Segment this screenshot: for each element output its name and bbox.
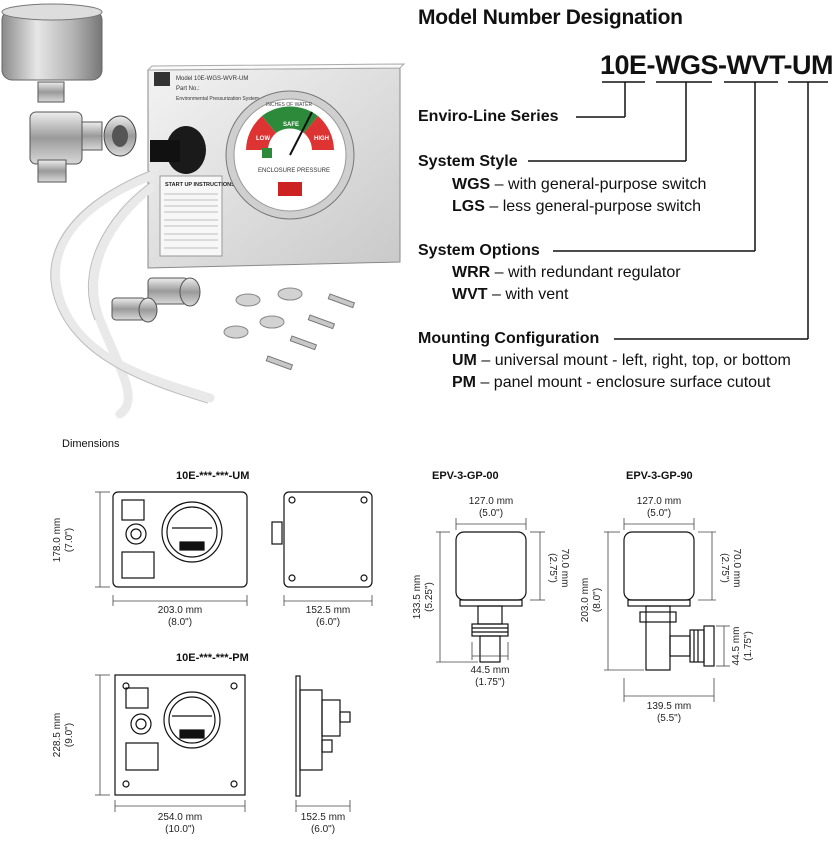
designation-title: Model Number Designation bbox=[418, 6, 683, 29]
vent-cap bbox=[1, 3, 103, 103]
epv90-top-label: 127.0 mm(5.0") bbox=[636, 496, 682, 519]
product-photo: Model 10E-WGS-WVR-UM Part No.: Environme… bbox=[1, 3, 406, 419]
tee-fitting bbox=[29, 111, 137, 183]
epv90-bottom-label: 139.5 mm(5.5") bbox=[646, 701, 692, 724]
um-depth-label: 152.5 mm(6.0") bbox=[305, 605, 351, 628]
option-wrr: WRR – with redundant regulator bbox=[452, 264, 681, 281]
gauge-safe: SAFE bbox=[283, 122, 299, 128]
section-heading-style: System Style bbox=[418, 153, 518, 170]
option-wgs: WGS – with general-purpose switch bbox=[452, 176, 707, 193]
um-title: 10E-***-***-UM bbox=[176, 470, 250, 482]
plate-line: Environmental Pressurization System bbox=[176, 96, 259, 102]
section-heading-mounting: Mounting Configuration bbox=[418, 330, 600, 347]
section-heading-series: Enviro-Line Series bbox=[418, 108, 559, 125]
fittings bbox=[111, 277, 201, 323]
option-lgs: LGS – less general-purpose switch bbox=[452, 198, 702, 215]
model-code: 10E-WGS-WVT-UM bbox=[600, 50, 834, 80]
screws bbox=[265, 293, 356, 371]
epv90-title: EPV-3-GP-90 bbox=[626, 470, 693, 482]
gauge-caption: ENCLOSURE PRESSURE bbox=[258, 168, 330, 174]
pm-depth-label: 152.5 mm(6.0") bbox=[300, 812, 346, 835]
plate-line: Part No.: bbox=[176, 86, 200, 92]
option-wvt: WVT – with vent bbox=[452, 286, 569, 303]
option-pm: PM – panel mount - enclosure surface cut… bbox=[452, 374, 771, 391]
gauge-high: HIGH bbox=[314, 136, 329, 142]
tubing bbox=[51, 171, 215, 419]
epv00-title: EPV-3-GP-00 bbox=[432, 470, 499, 482]
designation-leader-lines bbox=[528, 81, 828, 340]
startup-title: START UP INSTRUCTIONS bbox=[165, 182, 235, 188]
plate-line: Model 10E-WGS-WVR-UM bbox=[176, 76, 248, 82]
section-heading-options: System Options bbox=[418, 242, 540, 259]
pm-title: 10E-***-***-PM bbox=[176, 652, 249, 664]
option-um: UM – universal mount - left, right, top,… bbox=[452, 352, 791, 369]
epv00-bottom-label: 44.5 mm(1.75") bbox=[470, 665, 510, 688]
dimensions-heading: Dimensions bbox=[62, 438, 120, 450]
pm-width-label: 254.0 mm(10.0") bbox=[157, 812, 203, 835]
gauge-units: INCHES OF WATER bbox=[266, 102, 313, 108]
um-width-label: 203.0 mm(8.0") bbox=[157, 605, 203, 628]
epv00-top-label: 127.0 mm(5.0") bbox=[468, 496, 514, 519]
enclosure-box: Model 10E-WGS-WVR-UM Part No.: Environme… bbox=[146, 63, 406, 269]
washers bbox=[223, 287, 303, 339]
gauge-low: LOW bbox=[256, 136, 270, 142]
